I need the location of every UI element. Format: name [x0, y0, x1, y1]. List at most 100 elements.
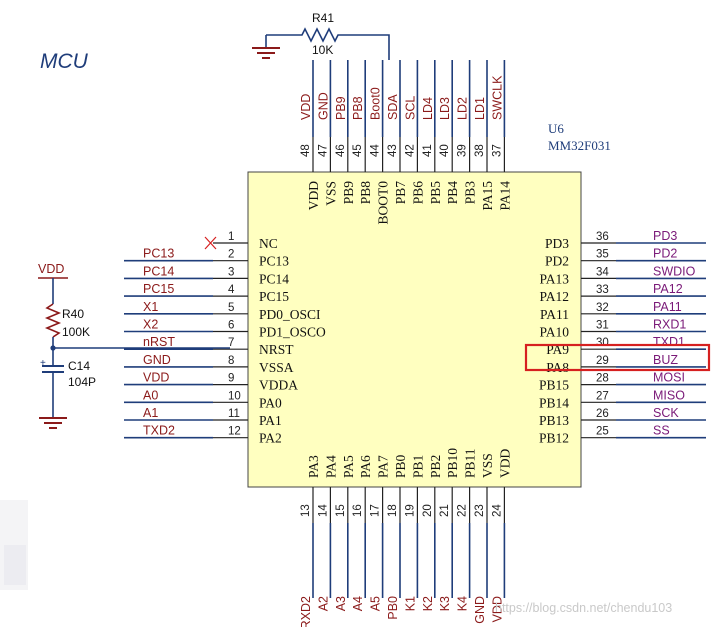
net-label-a0[interactable]: A0 — [143, 388, 158, 402]
net-label-a1[interactable]: A1 — [143, 406, 158, 420]
net-label-gnd[interactable]: GND — [143, 353, 171, 367]
pin-23-number: 23 — [474, 504, 486, 517]
pin-1-name: NC — [259, 236, 278, 251]
net-label-a2[interactable]: A2 — [316, 596, 330, 611]
pin-12-name: PA2 — [259, 431, 282, 446]
bottom-pin-group: 13PA3RXD214PA4A215PA5A316PA6A417PA7A518P… — [299, 448, 512, 627]
pin-6-number: 6 — [228, 320, 234, 332]
vdd-power-label: VDD — [38, 262, 64, 276]
pin-8-number: 8 — [228, 355, 234, 367]
pin-27-number: 27 — [596, 390, 609, 402]
net-label-a4[interactable]: A4 — [351, 596, 365, 611]
pin-46-name: PB9 — [341, 181, 356, 205]
net-label-pb0[interactable]: PB0 — [386, 596, 400, 620]
net-label-pc13[interactable]: PC13 — [143, 247, 174, 261]
pin-44-name: BOOT0 — [376, 181, 391, 225]
pin-17-name: PA7 — [376, 455, 391, 478]
pin-15-name: PA5 — [341, 455, 356, 478]
mcu-chip-body[interactable] — [247, 171, 582, 488]
pin-37-name: PA14 — [497, 181, 512, 211]
pin-32-number: 32 — [596, 302, 609, 314]
chip-reference: U6 — [548, 121, 564, 136]
pin-7-number: 7 — [228, 337, 234, 349]
pin-3-number: 3 — [228, 266, 234, 278]
c14-value: 104P — [68, 375, 96, 389]
net-label-buz[interactable]: BUZ — [653, 353, 678, 367]
pin-47-number: 47 — [317, 144, 329, 157]
r40-ref: R40 — [62, 307, 84, 321]
pin-19-name: PB1 — [410, 455, 425, 478]
r41-value: 10K — [312, 43, 333, 57]
pin-39-name: PB3 — [463, 181, 478, 205]
net-label-pd3[interactable]: PD3 — [653, 229, 677, 243]
pin-42-name: PB6 — [410, 181, 425, 205]
net-label-pc14[interactable]: PC14 — [143, 264, 174, 278]
net-label-swclk[interactable]: SWCLK — [490, 75, 504, 120]
pin-24-name: VDD — [497, 449, 512, 478]
pin-11-number: 11 — [228, 408, 240, 420]
net-label-pd2[interactable]: PD2 — [653, 247, 677, 261]
c14-capacitor[interactable]: + — [40, 358, 64, 373]
net-label-ld1[interactable]: LD1 — [473, 97, 487, 120]
net-label-k1[interactable]: K1 — [403, 596, 417, 611]
pin-22-number: 22 — [457, 504, 469, 517]
net-label-nrst[interactable]: nRST — [143, 335, 175, 349]
net-label-miso[interactable]: MISO — [653, 388, 685, 402]
net-label-gnd[interactable]: GND — [473, 596, 487, 624]
pin-24-number: 24 — [491, 504, 503, 517]
net-label-sda[interactable]: SDA — [386, 94, 400, 120]
pin-31-name: PA10 — [539, 325, 569, 340]
pin-8-name: VSSA — [259, 360, 294, 375]
net-label-pa11[interactable]: PA11 — [653, 300, 682, 314]
net-label-ss[interactable]: SS — [653, 424, 670, 438]
pin-44-number: 44 — [370, 144, 382, 157]
net-label-vdd[interactable]: VDD — [490, 596, 504, 622]
r41-resistor[interactable]: R41 10K — [292, 11, 390, 60]
pin-41-name: PB5 — [428, 181, 443, 205]
net-label-mosi[interactable]: MOSI — [653, 371, 685, 385]
pin-2-number: 2 — [228, 249, 234, 261]
net-label-txd1[interactable]: TXD1 — [653, 335, 685, 349]
net-label-boot0[interactable]: Boot0 — [369, 87, 383, 120]
net-label-ld4[interactable]: LD4 — [421, 97, 435, 120]
pin-46-number: 46 — [335, 144, 347, 157]
net-label-k2[interactable]: K2 — [421, 596, 435, 611]
net-label-k4[interactable]: K4 — [456, 596, 470, 611]
net-label-pc15[interactable]: PC15 — [143, 282, 174, 296]
net-label-vdd[interactable]: VDD — [299, 94, 313, 120]
pin-9-number: 9 — [228, 373, 234, 385]
net-label-txd2[interactable]: TXD2 — [143, 424, 175, 438]
net-label-a3[interactable]: A3 — [334, 596, 348, 611]
net-label-a5[interactable]: A5 — [369, 596, 383, 611]
net-label-pb9[interactable]: PB9 — [334, 96, 348, 120]
net-label-ld2[interactable]: LD2 — [456, 97, 470, 120]
pin-35-name: PD2 — [545, 254, 569, 269]
watermark: https://blog.csdn.net/chendu103 — [495, 601, 672, 615]
net-label-k3[interactable]: K3 — [438, 596, 452, 611]
pin-27-name: PB14 — [539, 395, 569, 410]
net-label-scl[interactable]: SCL — [403, 96, 417, 120]
pin-4-name: PC15 — [259, 289, 289, 304]
pin-45-name: PB8 — [358, 181, 373, 205]
pin-25-number: 25 — [596, 426, 609, 438]
net-label-rxd2[interactable]: RXD2 — [299, 596, 313, 627]
pin-31-number: 31 — [596, 320, 609, 332]
net-label-vdd[interactable]: VDD — [143, 371, 169, 385]
pin-26-name: PB13 — [539, 413, 569, 428]
net-label-x1[interactable]: X1 — [143, 300, 158, 314]
net-label-pb8[interactable]: PB8 — [351, 96, 365, 120]
net-label-ld3[interactable]: LD3 — [438, 97, 452, 120]
r40-resistor[interactable] — [44, 303, 62, 338]
net-label-rxd1[interactable]: RXD1 — [653, 318, 686, 332]
net-label-swdio[interactable]: SWDIO — [653, 264, 696, 278]
net-label-x2[interactable]: X2 — [143, 318, 158, 332]
pin-16-name: PA6 — [358, 455, 373, 478]
pin-20-name: PB2 — [428, 455, 443, 478]
pin-28-number: 28 — [596, 373, 609, 385]
pin-38-name: PA15 — [480, 181, 495, 211]
pin-39-number: 39 — [457, 144, 469, 157]
net-label-pa12[interactable]: PA12 — [653, 282, 683, 296]
net-label-gnd[interactable]: GND — [316, 92, 330, 120]
net-label-sck[interactable]: SCK — [653, 406, 679, 420]
